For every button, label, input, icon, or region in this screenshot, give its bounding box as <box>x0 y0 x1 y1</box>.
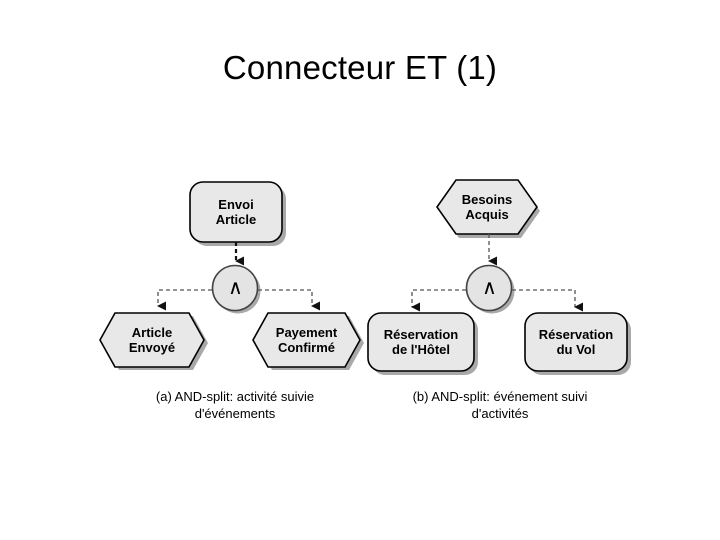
connector-gate-to-target-right-2 <box>512 289 583 312</box>
caption-diagram-b: (b) AND-split: événement suivi d'activit… <box>355 388 645 422</box>
node-envoi-article[interactable] <box>189 181 283 243</box>
page-title: Connecteur ET (1) <box>222 49 498 86</box>
caption-diagram-a: (a) AND-split: activité suivie d'événeme… <box>95 388 375 422</box>
node-reservation-vol[interactable] <box>524 312 628 372</box>
diagram-svg <box>99 179 631 375</box>
node-article-envoye[interactable] <box>99 312 205 368</box>
connector-gate-to-target-right-1 <box>411 289 466 312</box>
node-payement-confirme[interactable] <box>252 312 361 368</box>
node-reservation-hotel[interactable] <box>367 312 475 372</box>
connector-gate-to-target-left-2 <box>258 289 320 311</box>
and-gate-left[interactable] <box>211 264 259 312</box>
connector-gate-to-target-left-1 <box>157 289 212 311</box>
caption-diagram-a-line2: d'événements <box>194 406 276 421</box>
and-gate-right[interactable] <box>465 264 513 312</box>
node-besoins-acquis[interactable] <box>436 179 538 235</box>
caption-diagram-a-line1: (a) AND-split: activité suivie <box>155 389 315 404</box>
caption-diagram-b-line2: d'activités <box>471 406 529 421</box>
caption-diagram-b-line1: (b) AND-split: événement suivi <box>412 389 588 404</box>
